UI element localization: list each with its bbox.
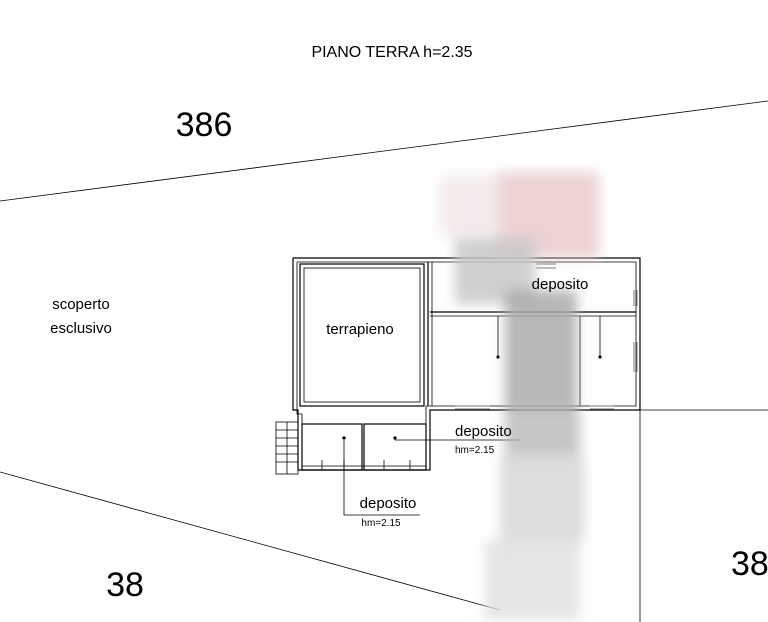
building-outer-wall: [292, 257, 641, 471]
deposito-bottom-height: hm=2.15: [361, 518, 401, 529]
terrapieno-label: terrapieno: [326, 321, 394, 338]
boundary-line-bottom: [0, 471, 501, 611]
boundary-line-top: [0, 100, 768, 202]
fixtures: [342, 316, 602, 440]
blur-overlay: [440, 172, 599, 620]
outside-label-line2: esclusivo: [50, 320, 112, 337]
stairs: [275, 421, 299, 475]
plan-title: PIANO TERRA h=2.35: [311, 44, 472, 61]
deposito-right-label: deposito: [455, 423, 512, 440]
parcel-number-bottom-right: 38: [731, 545, 768, 583]
deposito-room-left: [301, 423, 363, 471]
terrapieno-room: [299, 263, 425, 407]
boundary-lines: [0, 100, 768, 622]
deposito-bottom-label: deposito: [360, 495, 417, 512]
deposito-top-label: deposito: [532, 276, 589, 293]
parcel-number-top-left: 386: [176, 106, 233, 144]
terrapieno-room-inner: [303, 267, 421, 403]
deposito-room-right: [363, 423, 427, 471]
windows: [455, 263, 638, 410]
outside-label-line1: scoperto: [52, 296, 110, 313]
deposito-right-height: hm=2.15: [455, 445, 495, 456]
leader-lines: [343, 439, 520, 516]
parcel-number-bottom-left: 38: [106, 566, 144, 604]
